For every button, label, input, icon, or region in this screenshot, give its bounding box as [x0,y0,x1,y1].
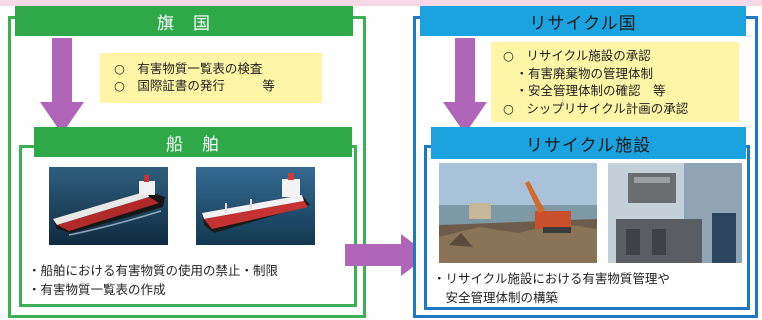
facility-photo-1 [439,163,597,263]
facility-bullets: ・リサイクル施設における有害物質管理や 安全管理体制の構築 [433,269,670,307]
ship-photo-1 [49,167,168,245]
ship-bullet-item: ・船舶における有害物質の使用の禁止・制限 [28,263,279,278]
recycling-state-title: リサイクル国 [529,13,637,34]
down-arrow-icon [40,38,84,134]
ship-bullet-item: ・有害物質一覧表の作成 [28,282,166,297]
top-band [0,0,762,6]
recycling-duty-item: ○ シップリサイクル計画の承認 [503,100,689,116]
recycling-duty-item: ・安全管理体制の確認 等 [503,83,666,98]
recycling-state-duties: ○ リサイクル施設の承認 ・有害廃棄物の管理体制 ・安全管理体制の確認 等 ○ … [491,42,739,122]
ship-title: 船 舶 [166,134,220,155]
recycling-state-header: リサイクル国 [420,6,746,36]
ship-photo-2 [196,167,315,245]
ship-bullets: ・船舶における有害物質の使用の禁止・制限 ・有害物質一覧表の作成 [28,261,278,299]
flag-state-duties: ○ 有害物質一覧表の検査 ○ 国際証書の発行 等 [100,53,322,103]
facility-photo-2 [608,163,742,263]
recycling-facility-title: リサイクル施設 [525,135,652,156]
facility-bullet-item: 安全管理体制の構築 [433,290,559,305]
flag-state-title: 旗 国 [157,13,211,34]
right-arrow-icon [345,234,429,276]
recycling-duty-item: ・有害廃棄物の管理体制 [503,65,654,81]
flag-duty-item: ○ 国際証書の発行 等 [114,78,275,93]
down-arrow-icon [443,38,487,134]
flag-state-header: 旗 国 [15,6,353,36]
facility-bullet-item: ・リサイクル施設における有害物質管理や [433,271,670,286]
ship-header: 船 舶 [34,127,352,157]
flag-duty-item: ○ 有害物質一覧表の検査 [114,61,263,76]
recycling-facility-header: リサイクル施設 [431,127,746,159]
recycling-duty-item: ○ リサイクル施設の承認 [503,48,651,63]
